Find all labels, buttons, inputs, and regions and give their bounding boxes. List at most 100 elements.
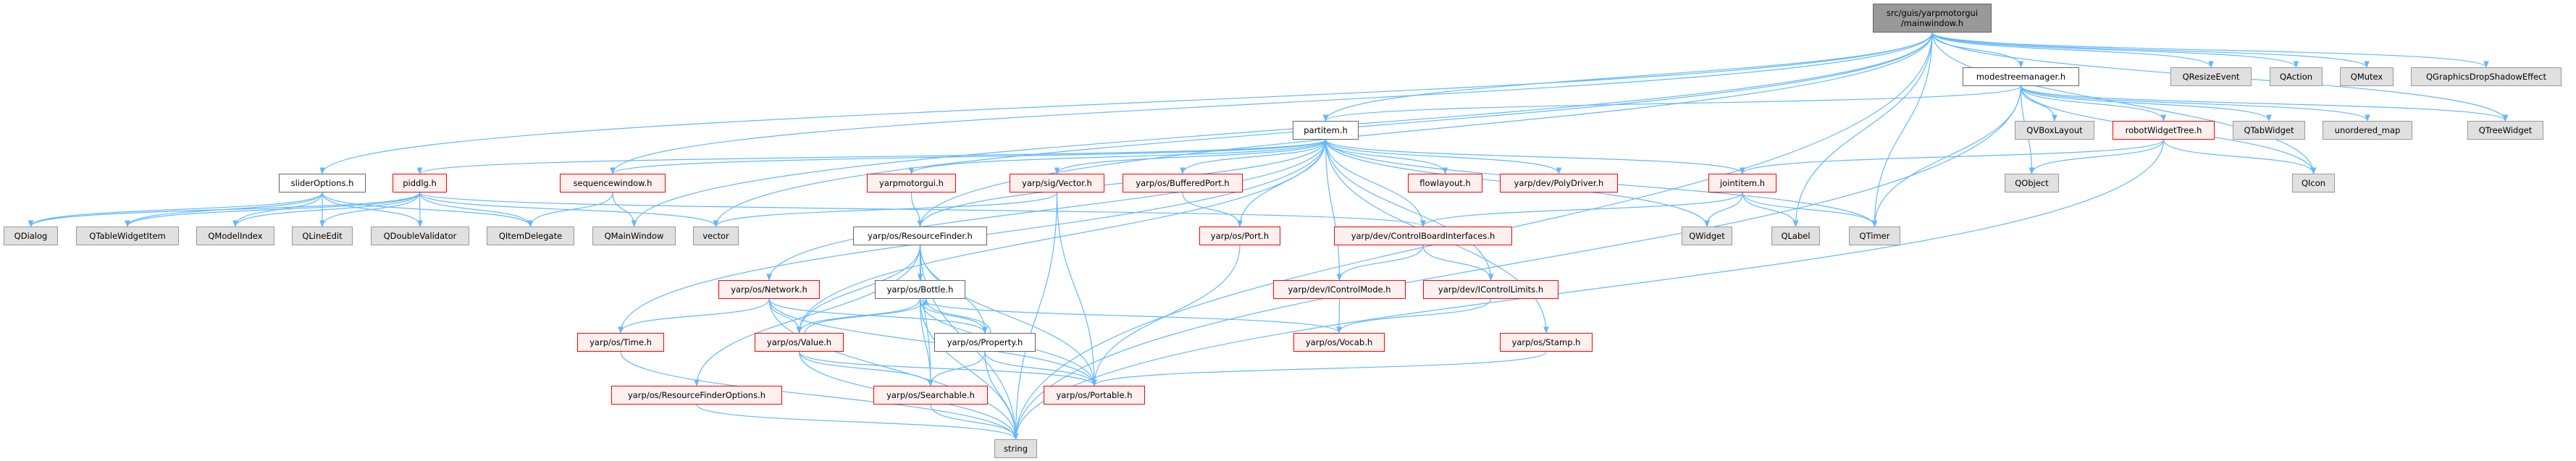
graph-node-partitem[interactable]: partitem.h	[1293, 121, 1359, 140]
edge-joint-to-qlabel	[1742, 192, 1799, 227]
edge-bottle-to-value	[796, 298, 921, 334]
edge-cbi-to-icm	[1336, 245, 1424, 281]
node-label: QMainWindow	[604, 231, 664, 241]
graph-node-network[interactable]: yarp/os/Network.h	[718, 280, 820, 299]
edge-icm-to-vocab	[1336, 298, 1342, 334]
node-label: yarpmotorgui.h	[879, 178, 944, 188]
edge-mtm-to-robotTree	[2020, 85, 2167, 122]
edge-main-to-rf	[917, 32, 1933, 227]
edge-bottle-to-string	[919, 298, 1019, 440]
graph-node-qobject: QObject	[2005, 174, 2059, 193]
node-label: yarp/os/Time.h	[590, 337, 652, 347]
edge-piddlg-to-qle	[319, 192, 421, 227]
graph-node-flow[interactable]: flowlayout.h	[1408, 174, 1482, 193]
node-label: modestreemanager.h	[1976, 72, 2066, 82]
graph-node-piddlg[interactable]: piddlg.h	[393, 174, 447, 193]
graph-node-icm[interactable]: yarp/dev/IControlMode.h	[1273, 280, 1406, 299]
edge-partitem-to-seqwin	[610, 139, 1327, 174]
node-label: jointitem.h	[1719, 178, 1766, 188]
graph-node-portable[interactable]: yarp/os/Portable.h	[1044, 386, 1145, 405]
edge-bport-to-port	[1182, 192, 1243, 227]
graph-node-icl[interactable]: yarp/dev/IControlLimits.h	[1423, 280, 1558, 299]
graph-node-vector: vector	[693, 227, 739, 245]
edge-partitem-to-icm	[1325, 139, 1343, 281]
graph-node-bport[interactable]: yarp/os/BufferedPort.h	[1123, 174, 1243, 193]
node-label: QMutex	[2350, 72, 2383, 82]
graph-node-qaction: QAction	[2270, 67, 2323, 86]
node-label: yarp/os/Bottle.h	[886, 284, 954, 295]
graph-node-qmw: QMainWindow	[592, 227, 676, 245]
node-label: QResizeEvent	[2182, 72, 2240, 82]
edge-value-to-searchable	[798, 351, 934, 386]
edge-rf-to-rfo	[694, 245, 921, 386]
edge-icl-to-vocab	[1336, 298, 1492, 334]
node-label: yarp/os/Searchable.h	[886, 390, 975, 400]
edge-sigvec-to-portable	[1056, 192, 1097, 386]
graph-node-main[interactable]: src/guis/yarpmotorgui /mainwindow.h	[1873, 4, 1992, 33]
graph-node-port[interactable]: yarp/os/Port.h	[1199, 227, 1280, 245]
graph-node-sliderOpts[interactable]: sliderOptions.h	[279, 174, 366, 193]
graph-node-qlabel: QLabel	[1771, 227, 1820, 245]
node-label: QVBoxLayout	[2026, 125, 2083, 135]
node-label: yarp/dev/IControlMode.h	[1288, 284, 1391, 295]
node-label: yarp/os/Portable.h	[1056, 390, 1133, 400]
edge-cbi-to-icl	[1422, 245, 1494, 281]
edge-piddlg-to-qdv	[417, 192, 423, 227]
edge-network-to-time	[618, 298, 770, 334]
graph-node-time[interactable]: yarp/os/Time.h	[577, 333, 664, 352]
graph-node-rfo[interactable]: yarp/os/ResourceFinderOptions.h	[611, 386, 782, 405]
graph-node-seqwin[interactable]: sequencewindow.h	[560, 174, 666, 193]
node-label: unordered_map	[2334, 125, 2401, 135]
edge-property-to-string	[984, 351, 1019, 440]
edge-mtm-to-qtree	[2020, 85, 2509, 122]
edge-main-to-qmutex	[1931, 32, 2370, 68]
edge-port-to-portable	[1091, 245, 1241, 386]
node-label: sequencewindow.h	[573, 178, 653, 188]
edge-rf-to-portable	[919, 245, 1097, 386]
graph-node-cbi[interactable]: yarp/dev/ControlBoardInterfaces.h	[1334, 227, 1512, 245]
graph-node-stamp[interactable]: yarp/os/Stamp.h	[1500, 333, 1593, 352]
edge-main-to-qicon	[1931, 32, 2317, 174]
edge-rf-to-value	[796, 245, 921, 334]
graph-node-robotTree[interactable]: robotWidgetTree.h	[2113, 121, 2215, 140]
graph-node-joint[interactable]: jointitem.h	[1708, 174, 1776, 193]
graph-node-qle: QLineEdit	[292, 227, 353, 245]
node-label: yarp/os/Stamp.h	[1511, 337, 1581, 347]
graph-node-qvbox: QVBoxLayout	[2015, 121, 2094, 140]
edge-property-to-portable	[984, 351, 1097, 386]
node-label: QDialog	[14, 231, 48, 241]
edge-main-to-seqwin	[610, 32, 1933, 174]
graph-node-vocab[interactable]: yarp/os/Vocab.h	[1293, 333, 1385, 352]
edge-main-to-qlabel	[1792, 32, 1933, 227]
node-label: yarp/os/Port.h	[1210, 231, 1270, 241]
node-label: QIcon	[2301, 178, 2326, 188]
node-label: yarp/os/Vocab.h	[1305, 337, 1373, 347]
node-label: src/guis/yarpmotorgui /mainwindow.h	[1886, 8, 1979, 28]
node-label: string	[1003, 444, 1028, 454]
graph-node-poly[interactable]: yarp/dev/PolyDriver.h	[1500, 174, 1618, 193]
edge-partitem-to-poly	[1325, 139, 1562, 174]
edge-partitem-to-value	[796, 139, 1327, 334]
graph-node-rf[interactable]: yarp/os/ResourceFinder.h	[853, 227, 987, 245]
graph-node-searchable[interactable]: yarp/os/Searchable.h	[873, 386, 988, 405]
edge-rfo-to-string	[696, 404, 1019, 440]
edge-mtm-to-qvbox	[2020, 85, 2057, 122]
edge-piddlg-to-qdialog	[28, 192, 421, 227]
edge-mtm-to-partitem	[1322, 85, 2022, 122]
graph-node-property[interactable]: yarp/os/Property.h	[934, 333, 1036, 352]
node-label: yarp/sig/Vector.h	[1022, 178, 1092, 188]
node-label: QItemDelegate	[498, 231, 563, 241]
edge-main-to-qmw	[631, 32, 1933, 227]
graph-node-bottle[interactable]: yarp/os/Bottle.h	[875, 280, 965, 299]
node-label: QObject	[2015, 178, 2049, 188]
edge-partitem-to-piddlg	[417, 139, 1327, 174]
edge-bottle-to-vocab	[919, 298, 1342, 334]
graph-node-ymg[interactable]: yarpmotorgui.h	[867, 174, 956, 193]
node-label: QLabel	[1781, 231, 1811, 241]
graph-node-sigvec[interactable]: yarp/sig/Vector.h	[1010, 174, 1104, 193]
graph-node-value[interactable]: yarp/os/Value.h	[755, 333, 844, 352]
graph-node-mtm[interactable]: modestreemanager.h	[1963, 67, 2079, 86]
edge-network-to-property	[768, 298, 988, 334]
node-label: QGraphicsDropShadowEffect	[2426, 72, 2546, 82]
graph-node-qwidget: QWidget	[1682, 227, 1732, 245]
